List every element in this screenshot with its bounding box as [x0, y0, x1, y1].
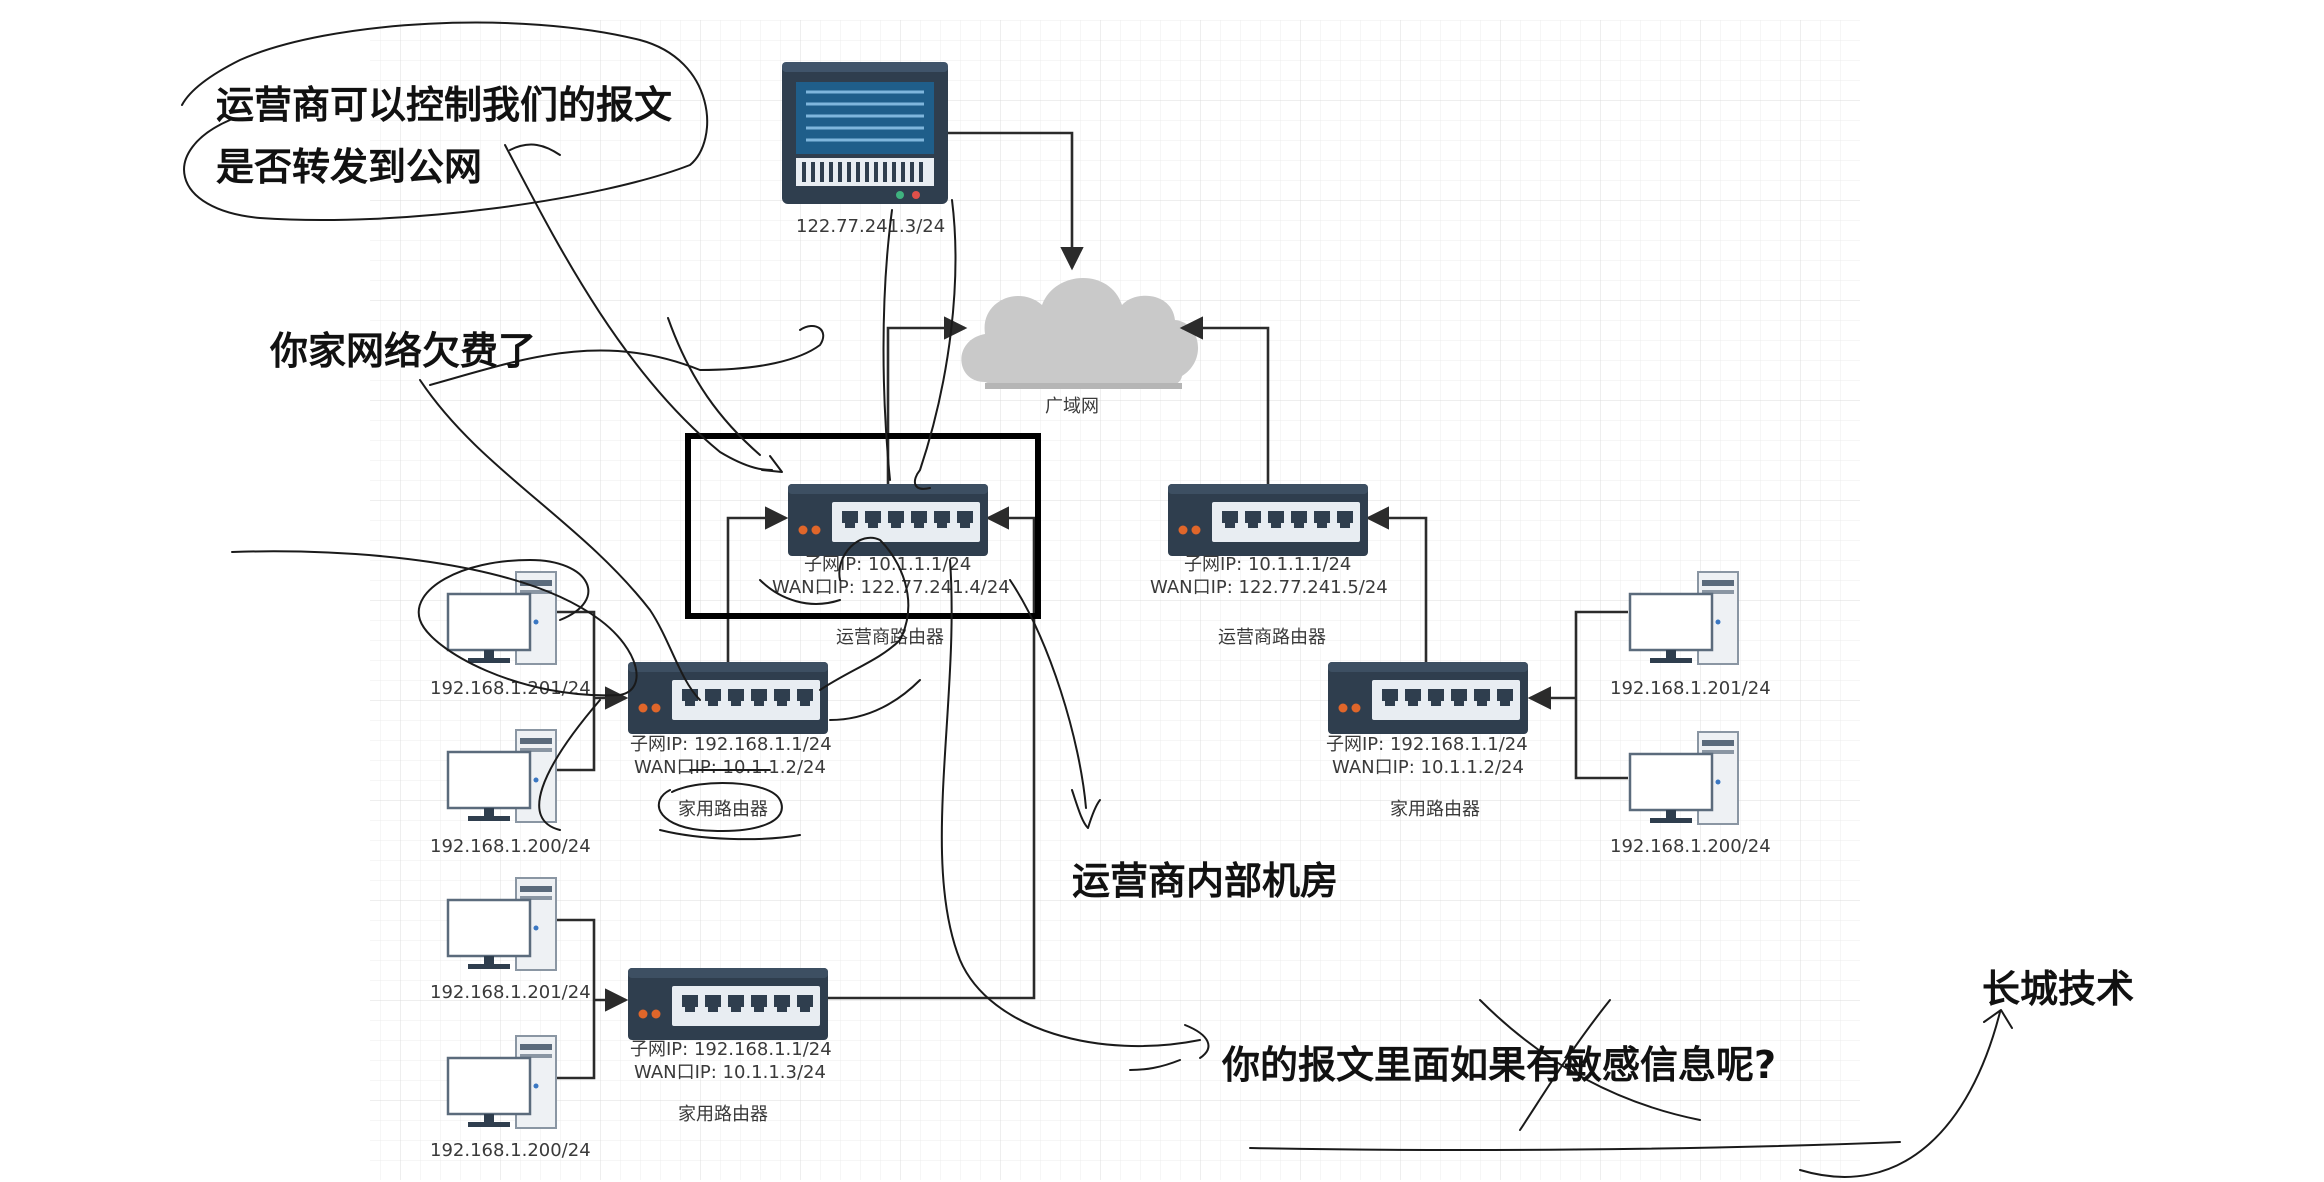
isp-router-2-wan: WAN口IP: 122.77.241.5/24	[1150, 577, 1388, 598]
home-router-3-wan: WAN口IP: 10.1.1.2/24	[1332, 757, 1524, 778]
home-router-1-subnet: 子网IP: 192.168.1.1/24	[630, 734, 832, 755]
isp-router-1-wan: WAN口IP: 122.77.241.4/24	[772, 577, 1010, 598]
home-router-3-subnet: 子网IP: 192.168.1.1/24	[1326, 734, 1528, 755]
cloud-icon	[961, 277, 1199, 389]
pc-1-ip: 192.168.1.201/24	[430, 678, 591, 699]
home-router-3-icon	[1328, 662, 1528, 734]
isp-router-1-label: 运营商路由器	[836, 627, 944, 648]
handwritten-ink	[181, 21, 2013, 1178]
pc-4-ip: 192.168.1.200/24	[430, 1140, 591, 1161]
isp-router-2-subnet: 子网IP: 10.1.1.1/24	[1184, 554, 1351, 575]
isp-router-2-icon	[1168, 484, 1368, 556]
annotation-great-wall: 长城技术	[1982, 967, 2134, 1011]
cloud-label: 广域网	[1045, 396, 1099, 417]
pc-3-ip: 192.168.1.201/24	[430, 982, 591, 1003]
grid-background	[370, 20, 1860, 1180]
home-router-1-label: 家用路由器	[678, 799, 768, 820]
pc-5-ip: 192.168.1.201/24	[1610, 678, 1771, 699]
home-router-1-wan: WAN口IP: 10.1.1.2/24	[634, 757, 826, 778]
pc-6-ip: 192.168.1.200/24	[1610, 836, 1771, 857]
isp-router-2-label: 运营商路由器	[1218, 627, 1326, 648]
isp-router-1-icon	[788, 484, 988, 556]
annotation-unpaid: 你家网络欠费了	[269, 329, 536, 373]
annotation-carrier-control-line2: 是否转发到公网	[216, 145, 482, 189]
home-router-2-label: 家用路由器	[678, 1104, 768, 1125]
home-router-3-label: 家用路由器	[1390, 799, 1480, 820]
pc-2-ip: 192.168.1.200/24	[430, 836, 591, 857]
server-icon	[782, 62, 948, 204]
annotation-machine-room: 运营商内部机房	[1072, 859, 1338, 903]
annotation-sensitive: 你的报文里面如果有敏感信息呢?	[1221, 1043, 1776, 1087]
isp-router-1-subnet: 子网IP: 10.1.1.1/24	[804, 554, 971, 575]
home-router-2-wan: WAN口IP: 10.1.1.3/24	[634, 1062, 826, 1083]
annotation-carrier-control-line1: 运营商可以控制我们的报文	[216, 83, 672, 127]
home-router-2-subnet: 子网IP: 192.168.1.1/24	[630, 1039, 832, 1060]
highlight-box	[685, 433, 1041, 619]
server-ip-label: 122.77.241.3/24	[796, 216, 945, 237]
home-router-2-icon	[628, 968, 828, 1040]
home-router-1-icon	[628, 662, 828, 734]
